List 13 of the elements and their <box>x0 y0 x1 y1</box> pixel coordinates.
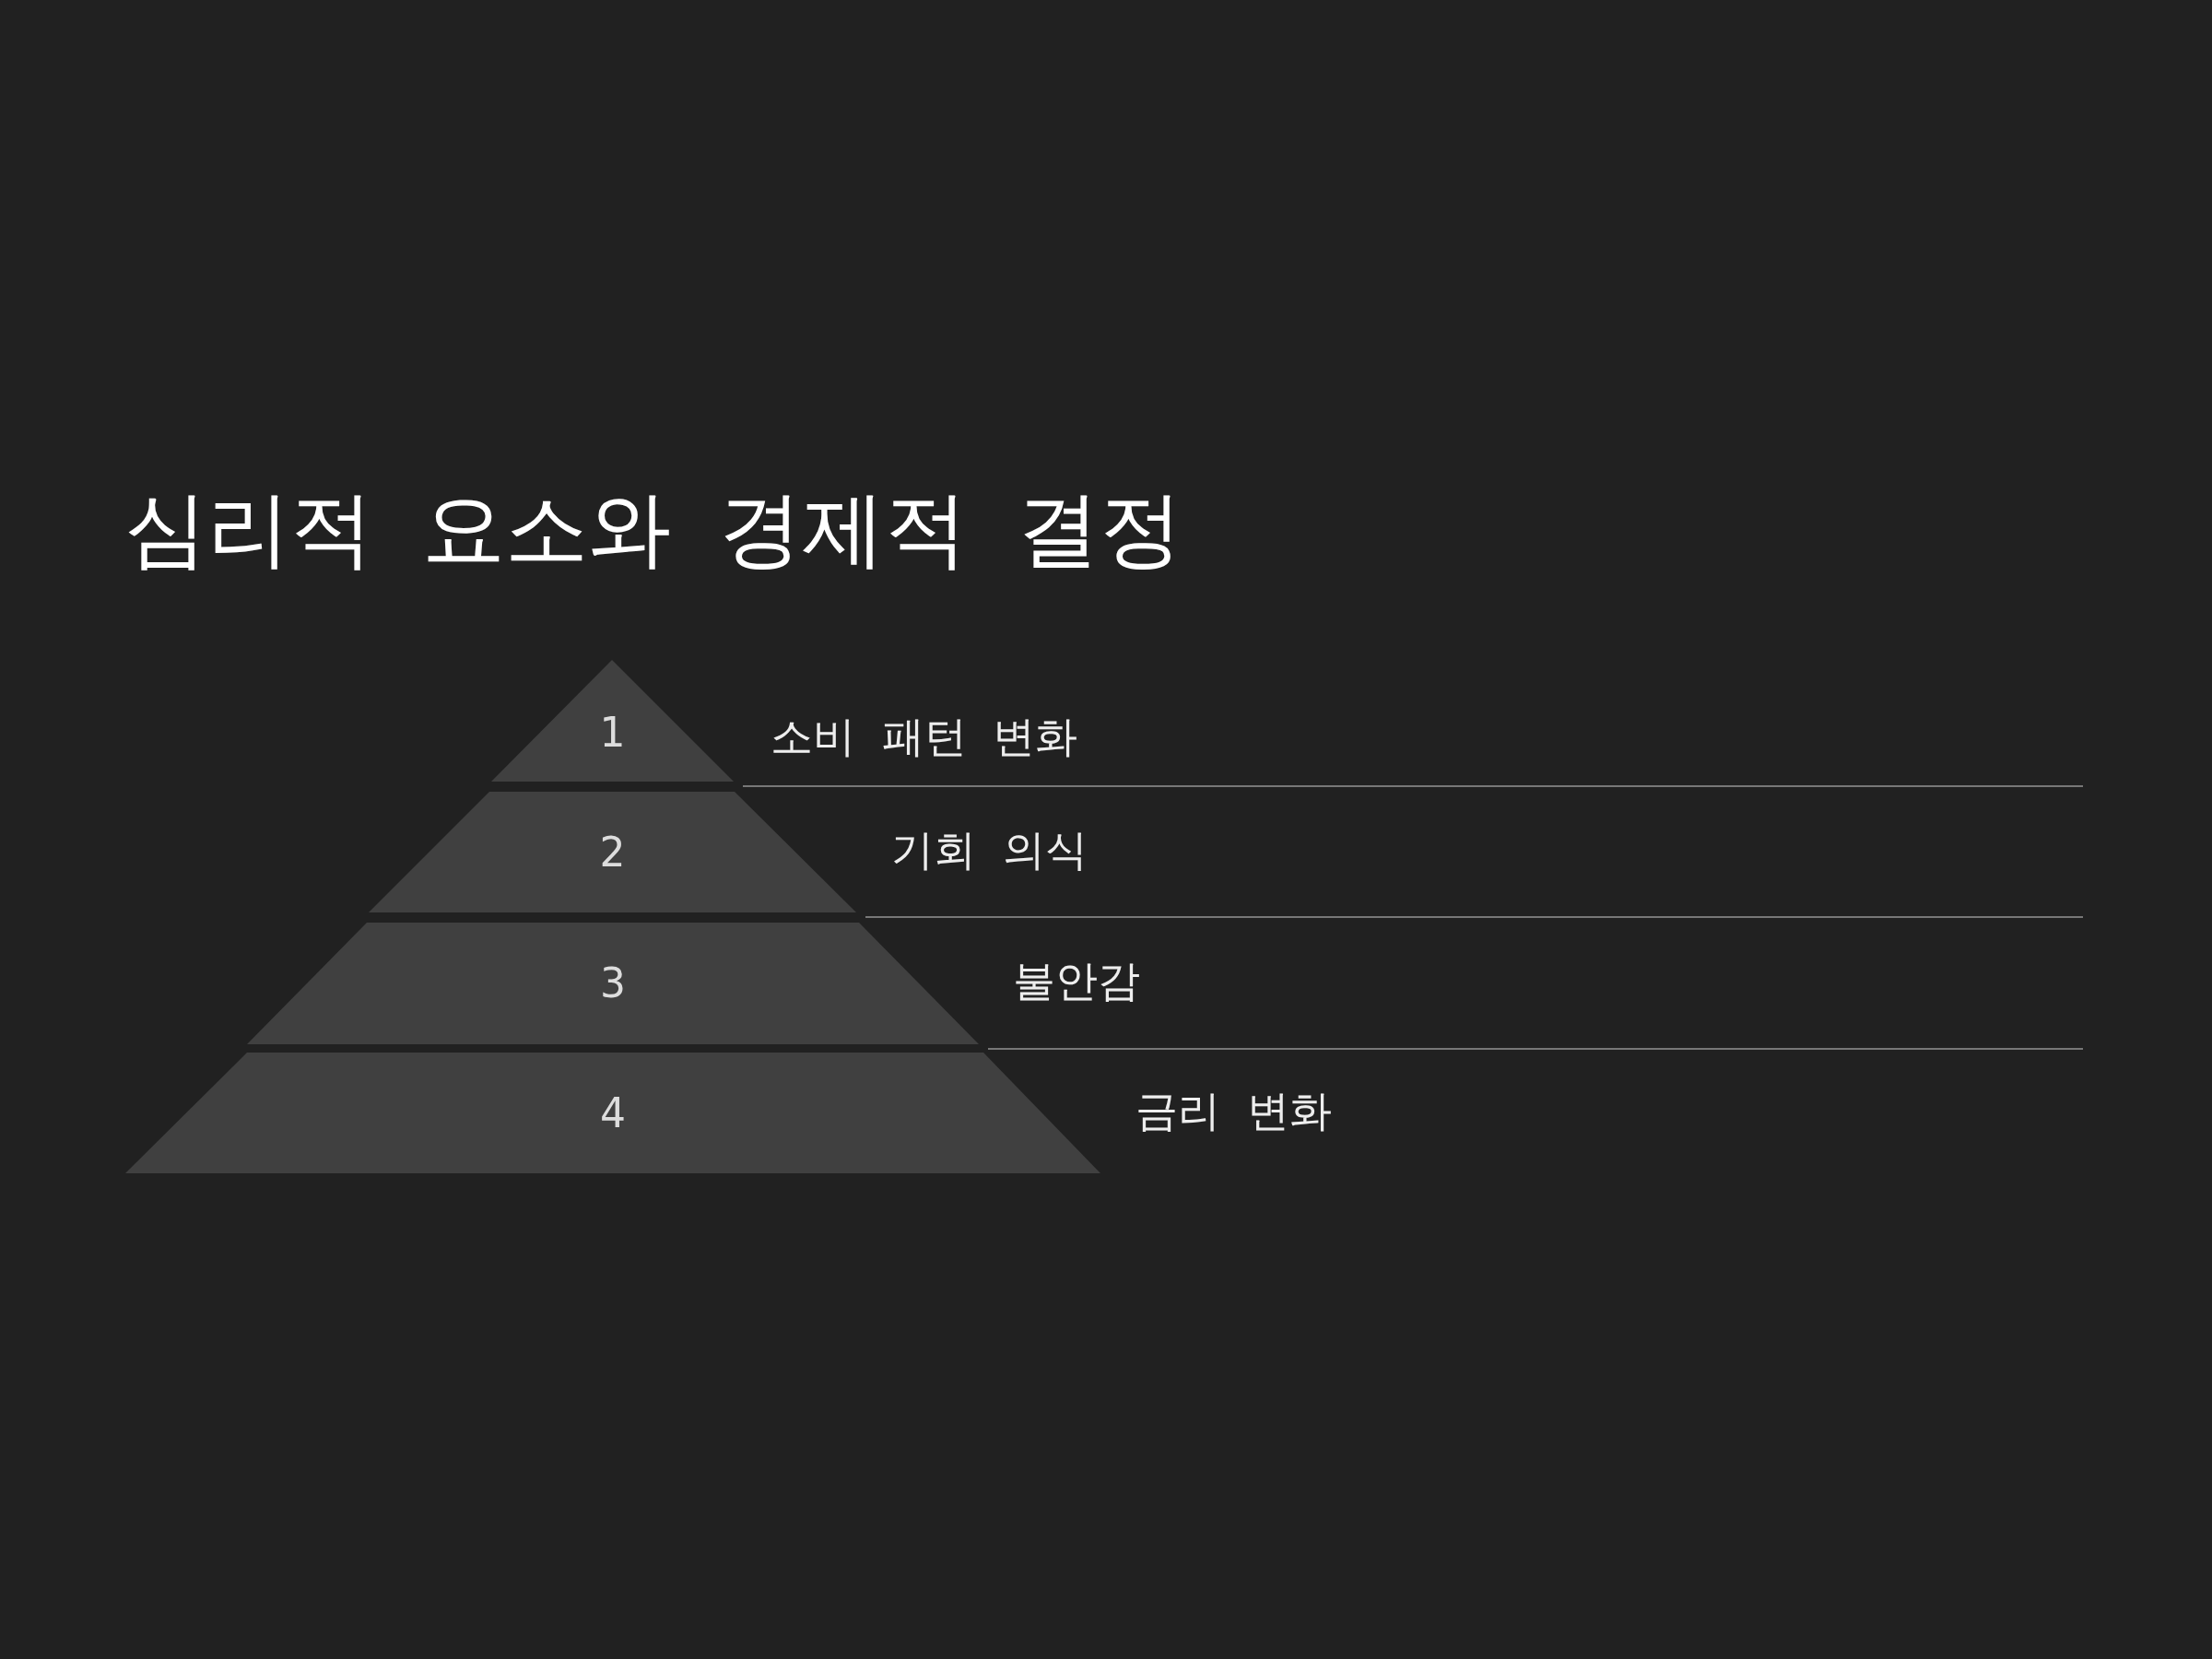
pyramid-band <box>247 923 979 1044</box>
pyramid-top <box>491 660 734 782</box>
level-number: 3 <box>599 963 627 1004</box>
level-number: 1 <box>598 712 627 754</box>
level-number: 4 <box>599 1092 627 1134</box>
level-label: 금리 변화 <box>1135 1089 1332 1132</box>
level-label: 기회 의식 <box>891 829 1088 871</box>
pyramid-band <box>369 792 856 912</box>
pyramid-band <box>125 1053 1100 1173</box>
level-number: 2 <box>598 831 627 873</box>
slide-title: 심리적 요소와 경제적 결정 <box>124 479 1182 579</box>
level-label: 불안감 <box>1013 959 1140 1002</box>
level-label: 소비 패턴 변화 <box>771 715 1078 758</box>
